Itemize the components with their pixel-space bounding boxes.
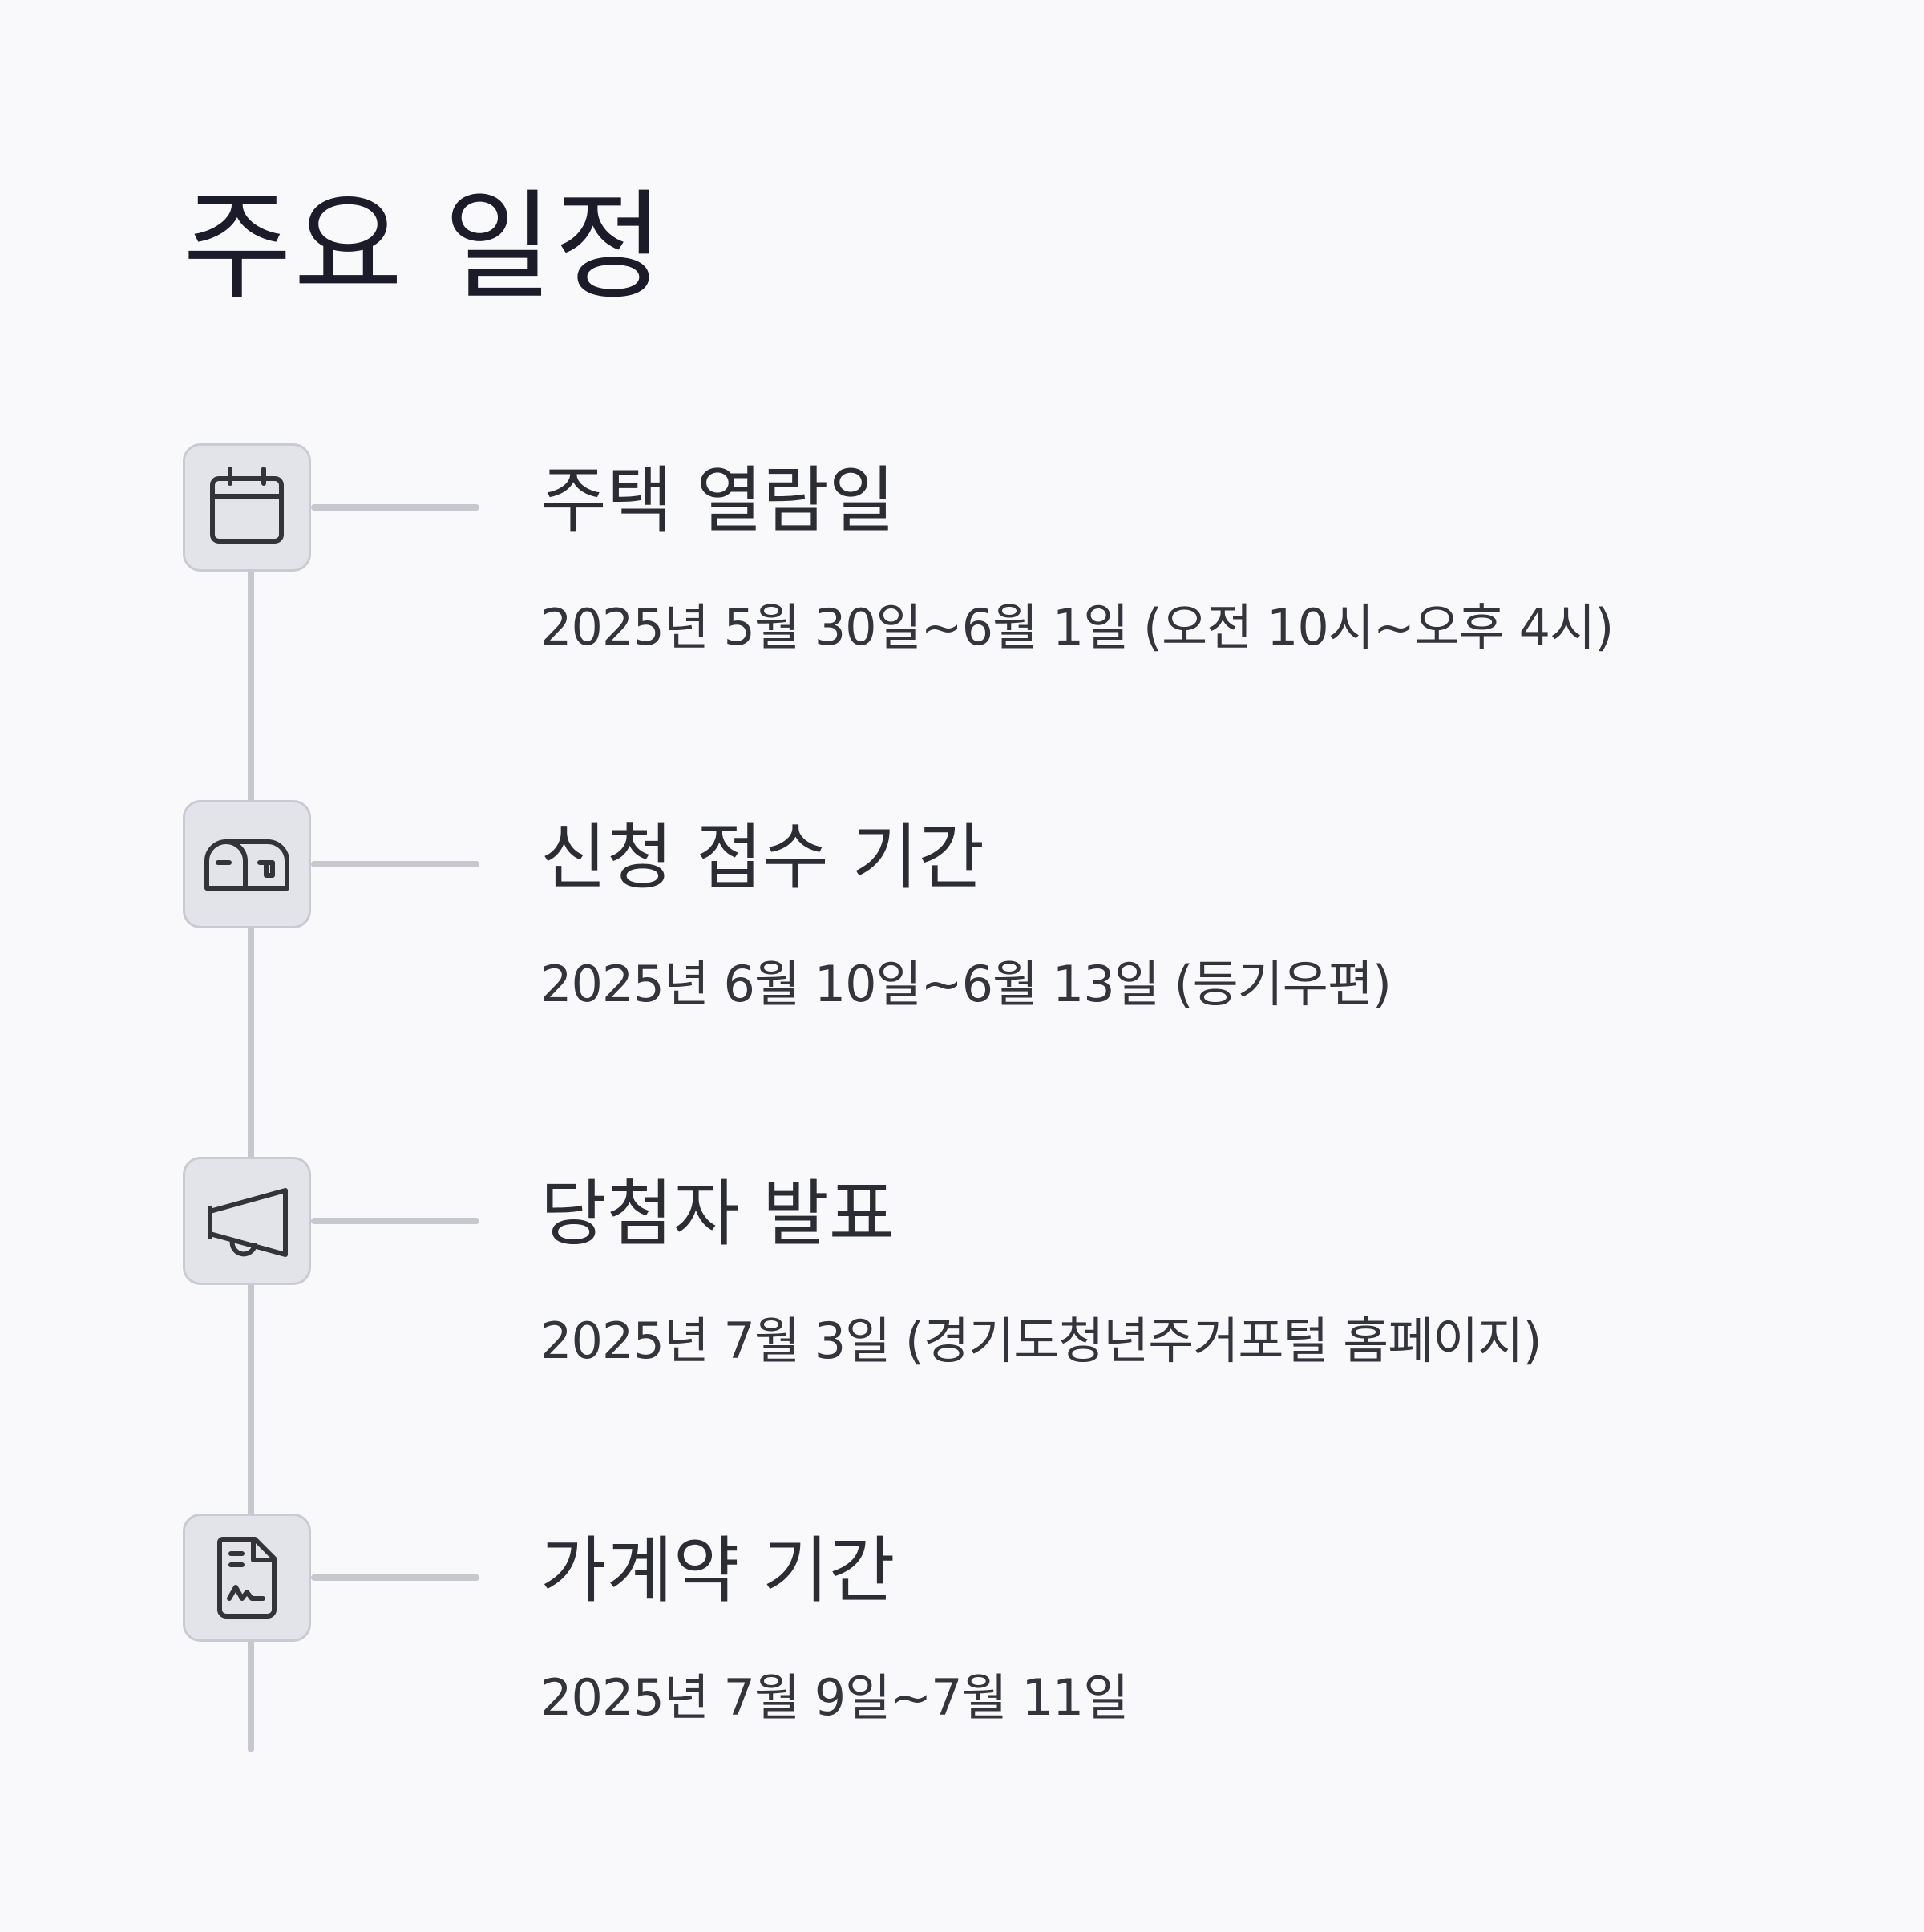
timeline-icon-box (183, 443, 311, 572)
timeline-connector (311, 1574, 479, 1581)
timeline-item-date: 2025년 7월 9일~7월 11일 (540, 1668, 1129, 1727)
timeline-item-date: 2025년 7월 3일 (경기도청년주거포털 홈페이지) (540, 1312, 1542, 1370)
timeline-connector (311, 861, 479, 867)
calendar-icon (210, 467, 284, 544)
timeline-item-title: 당첨자 발표 (540, 1172, 895, 1256)
timeline-connector (311, 504, 479, 511)
timeline-icon-box (183, 1514, 311, 1642)
timeline-item-contract: 가계약 기간 2025년 7월 9일~7월 11일 (0, 1514, 1924, 1754)
timeline-item-title: 가계약 기간 (540, 1529, 895, 1613)
timeline-item-date: 2025년 6월 10일~6월 13일 (등기우편) (540, 955, 1392, 1013)
timeline-item-title: 신청 접수 기간 (540, 815, 985, 899)
timeline-icon-box (183, 800, 311, 928)
timeline-connector (311, 1218, 479, 1224)
timeline-item-title: 주택 열람일 (540, 459, 895, 543)
timeline-item-announcement: 당첨자 발표 2025년 7월 3일 (경기도청년주거포털 홈페이지) (0, 1157, 1924, 1397)
timeline-spine (248, 505, 254, 1752)
contract-document-icon (217, 1537, 277, 1619)
megaphone-icon (208, 1188, 288, 1257)
mailbox-icon (204, 839, 289, 891)
page-title: 주요 일정 (183, 178, 665, 316)
timeline-item-application: 신청 접수 기간 2025년 6월 10일~6월 13일 (등기우편) (0, 800, 1924, 1041)
timeline-item-date: 2025년 5월 30일~6월 1일 (오전 10시~오후 4시) (540, 598, 1614, 657)
timeline-icon-box (183, 1157, 311, 1285)
timeline-item-viewing: 주택 열람일 2025년 5월 30일~6월 1일 (오전 10시~오후 4시) (0, 443, 1924, 684)
